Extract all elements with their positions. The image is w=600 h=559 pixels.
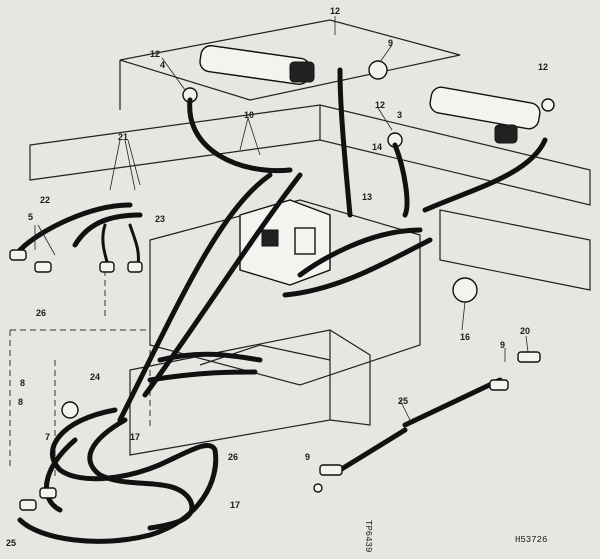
callout-label: 9 — [305, 452, 310, 462]
reference-code: H53726 — [515, 535, 547, 545]
callout-label: 20 — [520, 326, 530, 336]
callout-label: 17 — [230, 500, 240, 510]
right-cylinder — [387, 86, 555, 148]
callout-label: 4 — [160, 60, 165, 70]
fittings — [9, 60, 541, 511]
callout-label: 8 — [20, 378, 25, 388]
frame-rails — [29, 19, 591, 456]
side-code: TP6439 — [363, 520, 373, 552]
callout-label: 14 — [372, 142, 382, 152]
callout-label: 25 — [6, 538, 16, 548]
callout-label: 12 — [538, 62, 548, 72]
callout-label: 7 — [45, 432, 50, 442]
callout-label: 10 — [244, 110, 254, 120]
callout-label: 9 — [388, 38, 393, 48]
leader-lines — [34, 16, 529, 421]
callout-label: 25 — [398, 396, 408, 406]
dashed-guide-lines — [9, 270, 151, 480]
callout-label: 26 — [36, 308, 46, 318]
callout-label: 16 — [460, 332, 470, 342]
control-valve — [239, 199, 331, 286]
callout-label: 12 — [375, 100, 385, 110]
callout-label: 26 — [228, 452, 238, 462]
callout-label: 22 — [40, 195, 50, 205]
callout-label: 13 — [362, 192, 372, 202]
callout-label: 8 — [18, 397, 23, 407]
callout-label: 5 — [28, 212, 33, 222]
callout-label: 17 — [130, 432, 140, 442]
callout-label: 12 — [150, 49, 160, 59]
callout-label: 3 — [397, 110, 402, 120]
left-cylinder — [182, 45, 315, 103]
callout-labels: 12 12 9 4 10 14 12 12 3 13 21 22 23 5 26… — [6, 6, 548, 548]
callout-label: 23 — [155, 214, 165, 224]
callout-label: 24 — [90, 372, 100, 382]
callout-label: 12 — [330, 6, 340, 16]
callout-label: 9 — [500, 340, 505, 350]
callout-label: 21 — [118, 132, 128, 142]
